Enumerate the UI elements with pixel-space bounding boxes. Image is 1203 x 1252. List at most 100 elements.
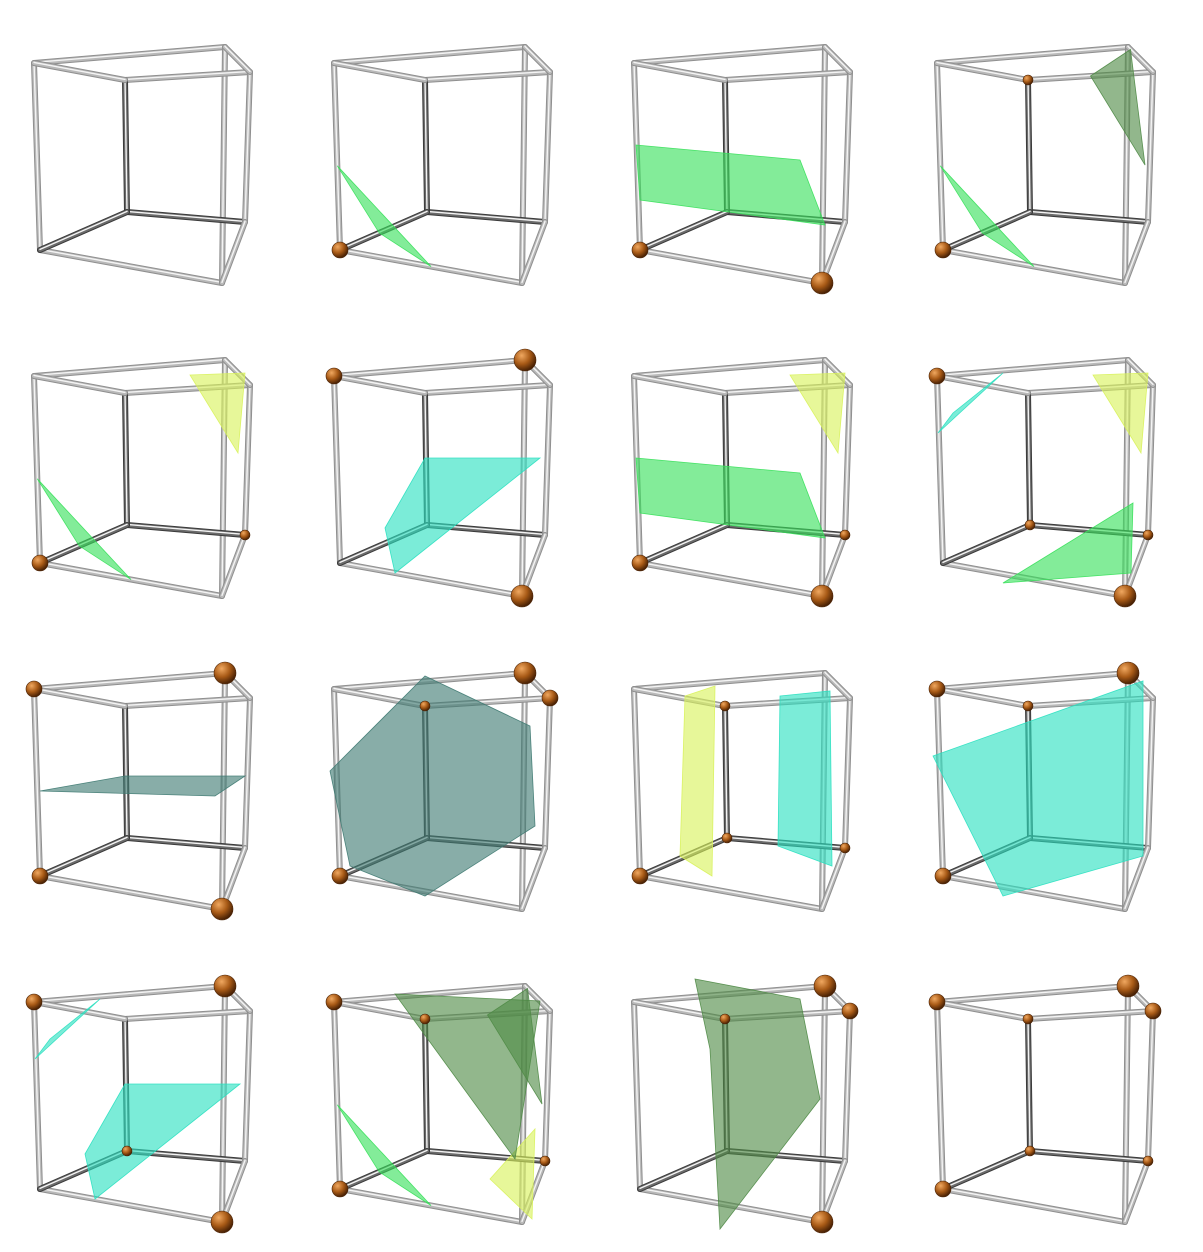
iso-surface-mid-plane xyxy=(40,776,245,796)
cube-case-6 xyxy=(600,313,900,626)
active-vertex-1 xyxy=(511,585,533,607)
cube-edge xyxy=(334,1001,340,1189)
cube-edge xyxy=(937,1001,1028,1019)
cube-case-8-drawing xyxy=(0,626,300,939)
cube-edge xyxy=(640,562,822,596)
active-vertex-6 xyxy=(1023,701,1033,711)
cube-edge xyxy=(125,71,250,80)
cube-edge xyxy=(937,672,1128,689)
active-vertex-4 xyxy=(1025,1146,1035,1156)
active-vertex-0 xyxy=(632,868,648,884)
active-vertex-4 xyxy=(722,833,732,843)
cube-edge xyxy=(937,375,943,563)
cube-edge xyxy=(34,688,125,706)
cube-edge xyxy=(125,1010,250,1019)
cube-edge xyxy=(334,62,340,250)
cube-edge xyxy=(1148,1010,1153,1161)
active-vertex-5 xyxy=(840,843,850,853)
active-vertex-6 xyxy=(1023,1014,1033,1024)
cube-case-13-drawing xyxy=(300,939,600,1252)
active-vertex-5 xyxy=(1143,1156,1153,1166)
cube-case-14-drawing xyxy=(600,939,900,1252)
active-vertex-7 xyxy=(1145,1003,1161,1019)
active-vertex-6 xyxy=(420,1014,430,1024)
active-vertex-1 xyxy=(1114,585,1136,607)
cube-edge xyxy=(634,62,725,80)
cube-edge xyxy=(634,46,825,63)
iso-surface-corner-6 xyxy=(1091,50,1146,166)
cube-edge xyxy=(334,46,525,63)
cube-edge xyxy=(125,697,250,706)
cube-edge xyxy=(1028,392,1030,525)
cube-edge xyxy=(937,985,1128,1002)
cube-edge xyxy=(1148,71,1153,222)
cube-edge xyxy=(825,46,850,72)
cube-edge xyxy=(634,375,725,393)
active-vertex-4 xyxy=(122,1146,132,1156)
cube-edge xyxy=(545,697,550,848)
cube-edge xyxy=(937,688,943,876)
cube-edge xyxy=(640,1150,727,1189)
cube-case-1-drawing xyxy=(300,0,600,313)
cube-edge xyxy=(1148,384,1153,535)
cube-case-6-drawing xyxy=(600,313,900,626)
cube-case-15-drawing xyxy=(903,939,1203,1252)
active-vertex-7 xyxy=(542,690,558,706)
cube-edge xyxy=(125,79,127,212)
cube-edge xyxy=(634,688,640,876)
active-vertex-0 xyxy=(935,868,951,884)
cube-edge xyxy=(937,359,1128,376)
cube-edge xyxy=(1030,1150,1148,1161)
cube-edge xyxy=(425,71,550,80)
cube-edge xyxy=(425,1018,427,1151)
iso-surface-corner-5 xyxy=(790,373,845,453)
cube-edge xyxy=(545,1010,550,1161)
active-vertex-1 xyxy=(811,272,833,294)
cube-edge xyxy=(40,249,222,283)
cube-case-12 xyxy=(0,939,300,1252)
cube-edge xyxy=(937,46,1128,63)
iso-surface-corner-5 xyxy=(190,373,245,453)
active-vertex-0 xyxy=(32,868,48,884)
iso-surface-corner-5 xyxy=(1093,373,1148,453)
cube-edge xyxy=(1148,697,1153,848)
cube-edge xyxy=(334,375,425,393)
active-vertex-3 xyxy=(514,662,536,684)
cube-case-2-drawing xyxy=(600,0,900,313)
cube-edge xyxy=(943,1150,1030,1189)
active-vertex-3 xyxy=(1117,662,1139,684)
cube-edge xyxy=(634,359,825,376)
cube-edge xyxy=(34,359,225,376)
cube-edge xyxy=(640,524,727,563)
cube-case-0-drawing xyxy=(0,0,300,313)
active-vertex-2 xyxy=(26,681,42,697)
cube-edge xyxy=(1028,1018,1030,1151)
active-vertex-3 xyxy=(214,662,236,684)
cube-edge xyxy=(334,359,525,376)
cube-edge xyxy=(1125,985,1128,1222)
cube-case-10-drawing xyxy=(600,626,900,939)
cube-case-9-drawing xyxy=(300,626,600,939)
cube-edge xyxy=(127,837,245,848)
active-vertex-3 xyxy=(514,349,536,371)
active-vertex-0 xyxy=(632,242,648,258)
cube-edge xyxy=(640,211,727,250)
cube-case-11 xyxy=(903,626,1203,939)
active-vertex-3 xyxy=(814,975,836,997)
cube-edge xyxy=(1030,211,1148,222)
active-vertex-2 xyxy=(326,994,342,1010)
cube-edge xyxy=(245,1010,250,1161)
cube-edge xyxy=(127,524,245,535)
cube-case-5 xyxy=(300,313,600,626)
cube-edge xyxy=(725,705,727,838)
active-vertex-5 xyxy=(1143,530,1153,540)
iso-surface-fan-123 xyxy=(85,1084,240,1199)
active-vertex-0 xyxy=(332,1181,348,1197)
cube-case-10 xyxy=(600,626,900,939)
cube-edge xyxy=(34,375,40,563)
cube-edge xyxy=(545,384,550,535)
cube-case-9 xyxy=(300,626,600,939)
active-vertex-1 xyxy=(211,1211,233,1233)
cube-edge xyxy=(34,672,225,689)
cube-edge xyxy=(937,62,943,250)
